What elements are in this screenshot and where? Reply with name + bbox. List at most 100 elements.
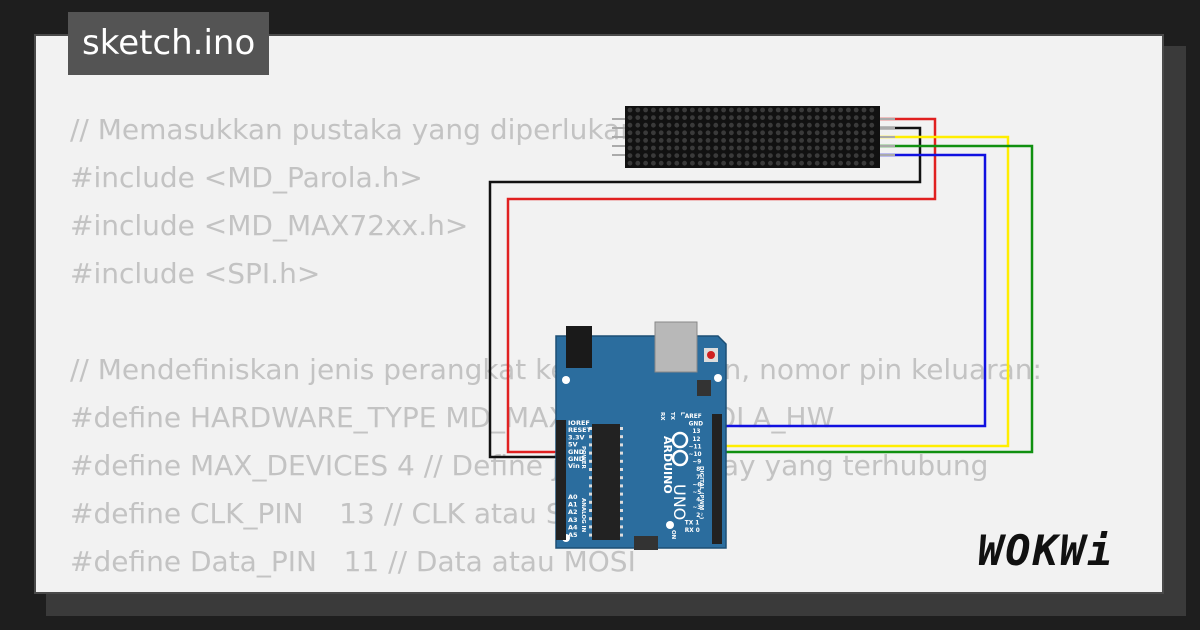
led-dot [768,130,773,136]
led-dot [682,138,687,143]
digital-pin-label: GND [689,422,704,428]
led-dot [760,153,765,159]
led-dot [635,153,641,159]
power-pin-label: IOREF [568,419,590,427]
led-dot [838,160,843,166]
tx-led-label: TX [669,412,675,421]
led-dot [838,122,843,128]
led-dot [775,115,781,120]
led-dot [651,115,656,120]
led-dot [690,130,695,136]
led-dot [853,160,859,166]
led-dot [697,145,703,151]
led-dot [736,130,742,136]
led-dot [697,107,703,113]
arduino-infinity-logo [671,431,689,467]
led-dot [635,115,641,120]
led-dot [869,138,875,143]
led-dot [768,153,773,159]
led-dot [744,145,750,151]
led-dot [635,160,641,166]
led-dot [760,107,765,113]
code-line: #include <SPI.h> [70,257,321,290]
led-dot [729,122,734,128]
led-dot [682,107,687,113]
led-dot [658,122,664,128]
led-dot [658,107,664,113]
led-dot [721,122,726,128]
led-dot [721,130,726,136]
led-dot [736,145,742,151]
digital-pin-label: 2 [696,513,700,519]
arduino-uno-board: IOREFRESET3.3V5VGNDGNDVinA0A1A2A3A4A5ARE… [555,321,727,550]
led-dot [635,107,641,113]
file-name-tab: sketch.ino [68,12,270,75]
led-dot [690,145,695,151]
led-dot [658,153,664,159]
chip-pin [620,468,623,471]
led-dot [690,138,695,143]
led-dot [705,107,711,113]
analog-pin-label: A2 [568,508,578,516]
icsp-header-top [697,380,711,396]
led-dot [690,115,695,120]
led-dot [721,145,726,151]
led-dot [853,122,859,128]
led-dot [807,138,812,143]
led-dot [807,115,812,120]
led-dot [768,145,773,151]
led-dot [846,115,851,120]
led-dot [869,122,875,128]
led-dot [846,107,851,113]
led-dot [658,115,664,120]
led-dot [627,107,633,113]
code-line: #include <MD_MAX72xx.h> [70,209,469,242]
led-dot [853,153,859,159]
led-dot [744,130,750,136]
led-dot [697,122,703,128]
led-dot [838,145,843,151]
on-led-label: ON [670,530,676,540]
led-dot [713,122,719,128]
power-pin-label: 5V [568,441,578,449]
led-dot [744,160,750,166]
wokwi-logo: WOKWi [978,526,1115,575]
digital-pin-label: 7 [696,475,700,481]
chip-pin [620,435,623,439]
digital-pin-label: 13 [692,429,700,435]
chip-pin [620,459,623,463]
led-dot [869,115,875,120]
led-dot [861,160,867,166]
led-dot [705,145,711,151]
digital-pin-label: AREF [685,414,702,420]
led-dot [705,130,711,136]
led-dot [760,115,765,120]
led-dot [627,145,633,151]
led-dot [861,115,867,120]
led-dot [768,160,773,166]
led-dot [729,160,734,166]
led-dot [768,138,773,143]
led-dot [682,145,687,151]
led-dot [846,145,851,151]
led-dot [822,115,828,120]
led-dot [760,122,765,128]
led-dot [643,153,648,159]
led-dot [721,107,726,113]
led-dot [682,153,687,159]
power-pin-label: Vin [568,462,580,470]
led-dot [830,107,836,113]
led-dot [705,138,711,143]
led-dot [783,130,789,136]
led-dot [674,122,680,128]
led-dot [752,138,758,143]
code-preview: // Memasukkan pustaka yang diperlukan:#i… [70,106,1042,592]
power-pin-label: GND [568,455,585,463]
led-dot [651,145,656,151]
led-dot [713,130,719,136]
led-dot [674,160,680,166]
led-dot [682,122,687,128]
atmega-chip [592,424,620,540]
wire-gnd [488,126,922,459]
digital-header [712,414,722,544]
